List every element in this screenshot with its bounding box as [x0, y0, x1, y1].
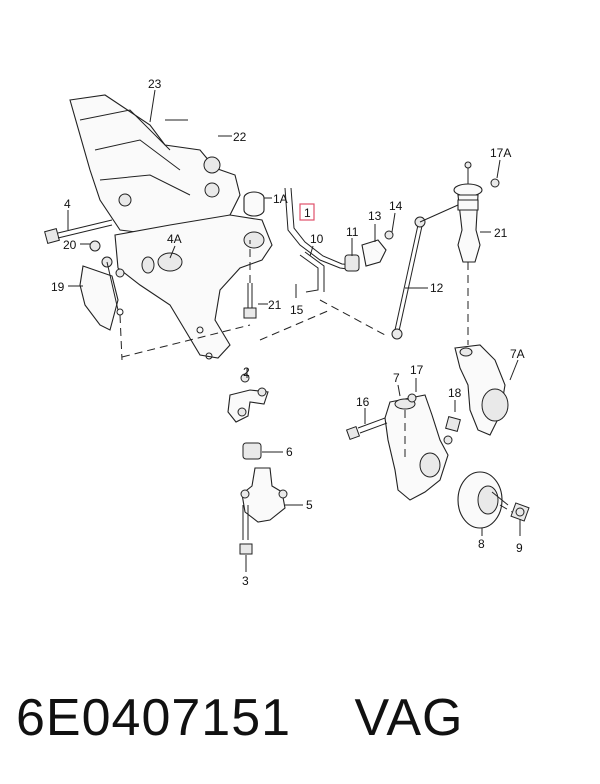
callout-11: 11	[346, 225, 359, 239]
part-number: 6E0407151	[16, 689, 292, 747]
callout-21-lower: 21	[268, 298, 282, 312]
wheel-hub-part	[457, 471, 513, 529]
callout-16: 16	[356, 395, 370, 409]
nut-6-part	[242, 442, 262, 460]
bolt-9-part	[510, 502, 530, 522]
callout-9: 9	[516, 541, 523, 555]
brand-name: VAG	[354, 689, 464, 747]
callout-4: 4	[64, 197, 71, 211]
callout-5: 5	[306, 498, 313, 512]
callout-18: 18	[448, 386, 462, 400]
callout-17A: 17A	[490, 146, 511, 160]
callout-10: 10	[310, 232, 324, 246]
callout-2: 2	[243, 365, 250, 379]
callout-22: 22	[233, 130, 247, 144]
callout-6: 6	[286, 445, 293, 459]
callout-1: 1	[304, 206, 311, 220]
callout-23: 23	[148, 77, 162, 91]
callout-8: 8	[478, 537, 485, 551]
callout-12: 12	[430, 281, 444, 295]
callout-14: 14	[389, 199, 403, 213]
callout-13: 13	[368, 209, 382, 223]
callout-20: 20	[63, 238, 77, 252]
callout-4A: 4A	[167, 232, 182, 246]
callout-3: 3	[242, 574, 249, 588]
callout-1A: 1A	[273, 192, 288, 206]
callout-7: 7	[393, 371, 400, 385]
highlight-box	[299, 203, 315, 221]
assembly-line	[121, 324, 251, 358]
callout-15: 15	[290, 303, 304, 317]
footer: 6E0407151 VAG	[16, 688, 586, 768]
ball-joint-part	[240, 467, 288, 523]
stabilizer-bar-part	[284, 187, 356, 293]
callout-7A: 7A	[510, 347, 525, 361]
bushing-part	[243, 191, 265, 217]
bolt-16-part	[345, 417, 388, 441]
control-arm-part	[114, 214, 273, 360]
leader-lines	[67, 89, 521, 572]
bracket-19-part	[79, 240, 125, 361]
wheel-bearing-housing-part	[454, 344, 509, 436]
callout-19: 19	[51, 280, 65, 294]
link-rod-part	[391, 204, 459, 340]
bolt-3-part	[239, 505, 253, 555]
callout-17: 17	[410, 363, 424, 377]
clamp-part	[344, 230, 394, 272]
strut-part	[453, 161, 500, 345]
knuckle-part	[384, 393, 449, 501]
subframe-part	[69, 94, 241, 236]
callout-21-strut: 21	[494, 226, 508, 240]
nut-18-part	[443, 416, 461, 445]
assembly-line	[319, 299, 386, 336]
parts-diagram: 23 22 1A 1 4 4A 20 19 21 10 11 13 14 15 …	[44, 77, 530, 588]
bracket-2-part	[227, 373, 269, 423]
bolt-21-part	[243, 240, 257, 319]
bolt-4-part	[44, 219, 113, 244]
